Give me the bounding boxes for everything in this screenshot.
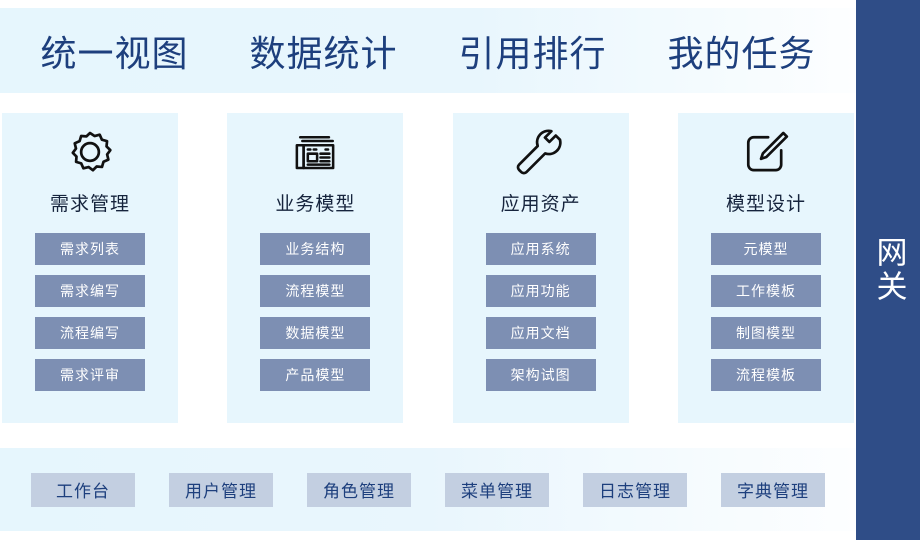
bottom-user-management[interactable]: 用户管理	[169, 472, 273, 507]
nav-my-tasks[interactable]: 我的任务	[667, 32, 816, 74]
card-button-requirement-list[interactable]: 需求列表	[35, 233, 145, 265]
card-title: 模型设计	[725, 194, 806, 215]
bottom-role-management[interactable]: 角色管理	[307, 472, 411, 507]
bottom-menu-management[interactable]: 菜单管理	[445, 472, 549, 507]
card-button-requirement-review[interactable]: 需求评审	[35, 359, 145, 391]
card-button-drawing-model[interactable]: 制图模型	[710, 317, 821, 349]
main-canvas: 统一视图 数据统计 引用排行 我的任务 需求管理 需求列表 需求编写 流程编	[0, 8, 856, 531]
card-button-application-system[interactable]: 应用系统	[485, 233, 596, 265]
card-button-application-function[interactable]: 应用功能	[485, 275, 596, 307]
card-button-process-model[interactable]: 流程模型	[260, 275, 371, 307]
bottom-dictionary-management[interactable]: 字典管理	[721, 472, 825, 507]
card-button-group: 应用系统 应用功能 应用文档 架构试图	[453, 233, 629, 391]
card-button-process-writing[interactable]: 流程编写	[35, 317, 145, 349]
card-requirement-management: 需求管理 需求列表 需求编写 流程编写 需求评审	[2, 113, 178, 423]
gear-icon	[59, 121, 121, 183]
card-button-group: 业务结构 流程模型 数据模型 产品模型	[227, 233, 403, 391]
card-title: 业务模型	[275, 194, 356, 215]
card-model-design: 模型设计 元模型 工作模板 制图模型 流程模板	[677, 113, 854, 423]
nav-citation-ranking[interactable]: 引用排行	[458, 32, 607, 74]
nav-unified-view[interactable]: 统一视图	[40, 32, 189, 74]
card-button-group: 需求列表 需求编写 流程编写 需求评审	[2, 233, 178, 391]
nav-data-statistics[interactable]: 数据统计	[249, 32, 398, 74]
wrench-icon	[510, 121, 572, 183]
card-button-process-template[interactable]: 流程模板	[710, 359, 821, 391]
card-button-architecture-view[interactable]: 架构试图	[485, 359, 596, 391]
bottom-workbench[interactable]: 工作台	[31, 472, 135, 507]
gateway-label: 网关	[871, 236, 907, 304]
card-title: 应用资产	[500, 194, 581, 215]
card-button-group: 元模型 工作模板 制图模型 流程模板	[678, 233, 854, 391]
card-button-data-model[interactable]: 数据模型	[260, 317, 371, 349]
top-navigation-bar: 统一视图 数据统计 引用排行 我的任务	[0, 8, 856, 93]
card-title: 需求管理	[49, 194, 130, 215]
card-button-application-document[interactable]: 应用文档	[485, 317, 596, 349]
bottom-log-management[interactable]: 日志管理	[583, 472, 687, 507]
card-button-meta-model[interactable]: 元模型	[710, 233, 821, 265]
module-card-row: 需求管理 需求列表 需求编写 流程编写 需求评审	[0, 113, 856, 423]
bottom-admin-bar: 工作台 用户管理 角色管理 菜单管理 日志管理 字典管理	[0, 448, 856, 531]
card-business-model: 业务模型 业务结构 流程模型 数据模型 产品模型	[227, 113, 404, 423]
card-button-business-structure[interactable]: 业务结构	[260, 233, 371, 265]
card-button-requirement-writing[interactable]: 需求编写	[35, 275, 145, 307]
edit-pencil-icon	[735, 121, 797, 183]
card-button-product-model[interactable]: 产品模型	[260, 359, 371, 391]
gateway-rail: 网关	[856, 0, 920, 540]
newspaper-icon	[284, 121, 346, 183]
card-button-work-template[interactable]: 工作模板	[710, 275, 821, 307]
card-application-assets: 应用资产 应用系统 应用功能 应用文档 架构试图	[452, 113, 629, 423]
